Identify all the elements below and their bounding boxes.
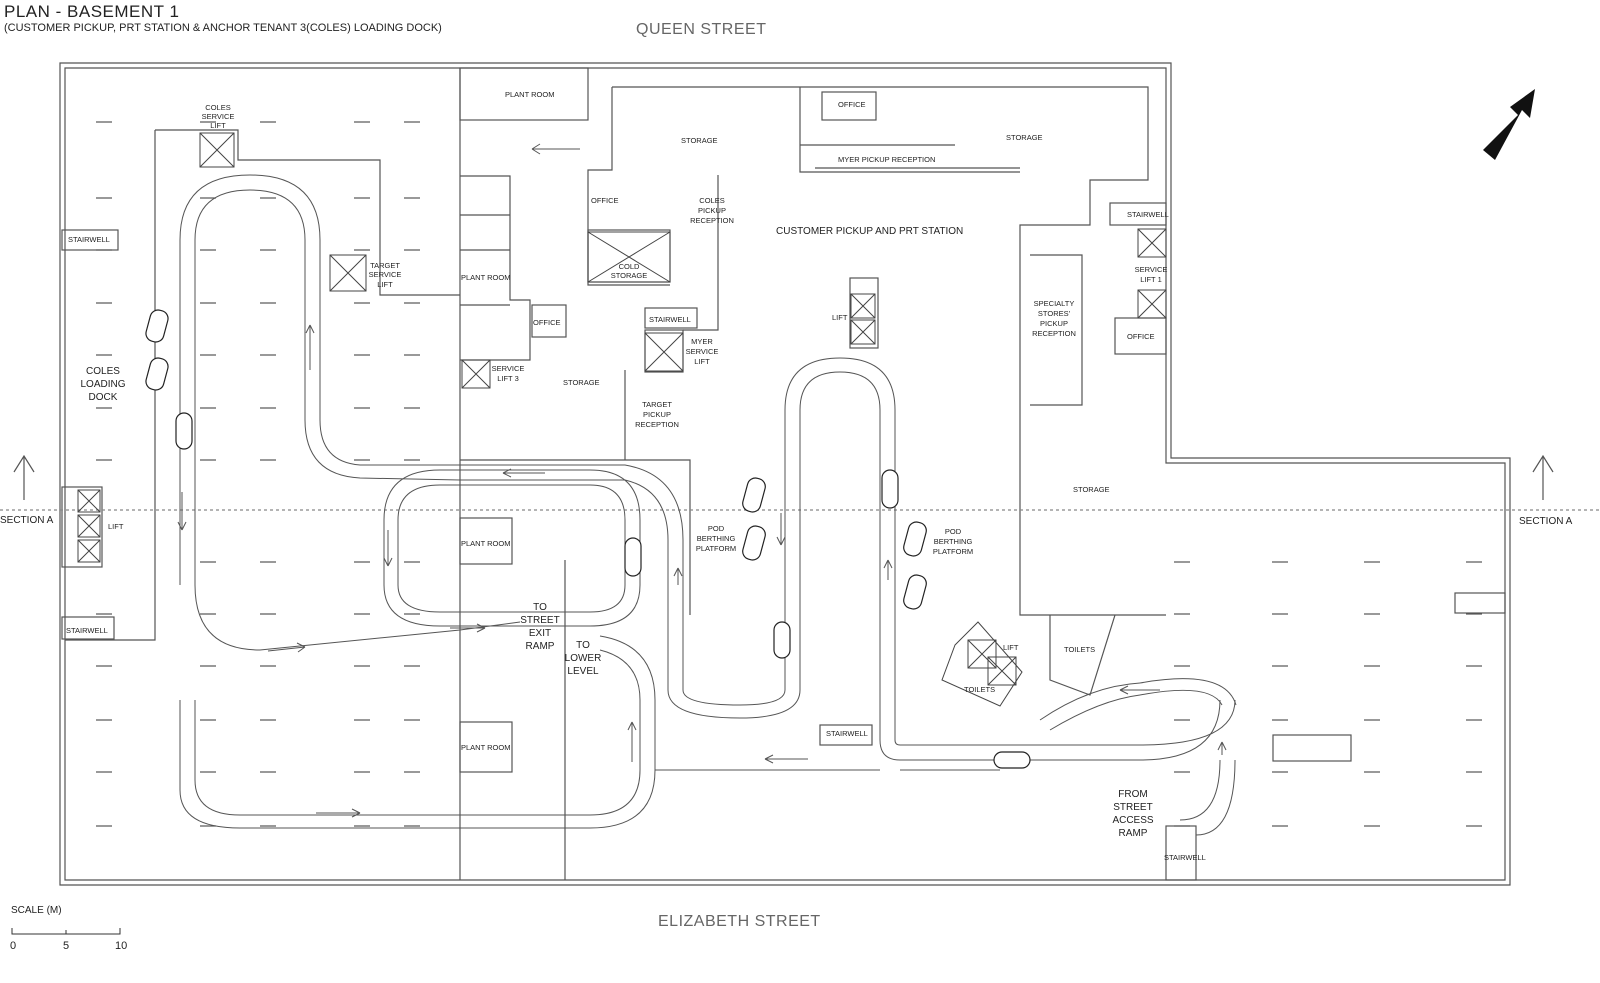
label-office-mid: OFFICE [591, 196, 619, 205]
label-storage-d: STORAGE [1073, 485, 1110, 494]
scale-label: SCALE (M) [11, 905, 62, 916]
label-lift-left: LIFT [108, 522, 124, 531]
label-lift-toilets: LIFT [1003, 643, 1019, 652]
prt-track [177, 143, 1237, 836]
label-myer-service-lift-2: SERVICE [686, 347, 719, 356]
label-coles-loading-dock-3: DOCK [89, 392, 118, 403]
label-target-service-lift-3: LIFT [377, 280, 393, 289]
label-to-lower-level-3: LEVEL [567, 666, 599, 677]
label-stairwell-left-bottom: STAIRWELL [66, 626, 108, 635]
label-from-street-2: STREET [1113, 802, 1152, 813]
label-coles-service-lift-1: COLES [205, 103, 230, 112]
label-to-street-exit-2: STREET [520, 615, 559, 626]
label-stairwell-left-top: STAIRWELL [68, 235, 110, 244]
north-arrow-icon [1483, 89, 1535, 160]
label-service-lift-3-b: LIFT 3 [497, 374, 519, 383]
label-to-street-exit-4: RAMP [526, 641, 555, 652]
label-pod-left-2: BERTHING [697, 534, 736, 543]
scale-tick-5: 5 [63, 940, 70, 952]
label-specialty-3: PICKUP [1040, 319, 1068, 328]
label-pod-right-2: BERTHING [934, 537, 973, 546]
label-target-service-lift-1: TARGET [370, 261, 400, 270]
plan-title: PLAN - BASEMENT 1 [4, 2, 180, 21]
street-label-queen: QUEEN STREET [636, 21, 767, 38]
label-coles-pickup-3: RECEPTION [690, 216, 734, 225]
label-lift-center: LIFT [832, 313, 848, 322]
label-stairwell-right-top: STAIRWELL [1127, 210, 1169, 219]
street-label-elizabeth: ELIZABETH STREET [658, 913, 821, 930]
label-storage-a: STORAGE [681, 136, 718, 145]
label-myer-service-lift-1: MYER [691, 337, 713, 346]
label-storage-c: STORAGE [563, 378, 600, 387]
label-service-lift-1-b: LIFT 1 [1140, 275, 1162, 284]
label-coles-pickup-2: PICKUP [698, 206, 726, 215]
label-toilets-a: TOILETS [1064, 645, 1095, 654]
label-target-pickup-1: TARGET [642, 400, 672, 409]
label-to-lower-level-1: TO [576, 640, 590, 651]
label-specialty-4: RECEPTION [1032, 329, 1076, 338]
lift-boxes [77, 132, 1167, 707]
label-customer-pickup: CUSTOMER PICKUP AND PRT STATION [776, 226, 963, 237]
label-coles-service-lift-3: LIFT [210, 121, 226, 130]
label-coles-loading-dock-2: LOADING [80, 379, 125, 390]
parking-markers [96, 121, 1482, 827]
label-specialty-2: STORES' [1038, 309, 1071, 318]
building-outline [0, 62, 1600, 886]
label-target-pickup-3: RECEPTION [635, 420, 679, 429]
label-to-street-exit-3: EXIT [529, 628, 551, 639]
label-myer-pickup: MYER PICKUP RECEPTION [838, 155, 935, 164]
label-from-street-3: ACCESS [1112, 815, 1153, 826]
label-plant-room-top: PLANT ROOM [505, 90, 554, 99]
label-pod-right-1: POD [945, 527, 962, 536]
scale-bar [11, 928, 121, 935]
label-office-top: OFFICE [838, 100, 866, 109]
label-storage-b: STORAGE [1006, 133, 1043, 142]
scale-tick-0: 0 [10, 940, 17, 952]
plan-subtitle: (CUSTOMER PICKUP, PRT STATION & ANCHOR T… [4, 22, 442, 34]
scale-tick-10: 10 [115, 940, 128, 952]
label-from-street-4: RAMP [1119, 828, 1148, 839]
label-plant-room-mid: PLANT ROOM [461, 273, 510, 282]
label-myer-service-lift-3: LIFT [694, 357, 710, 366]
prt-pods [145, 309, 1031, 769]
label-stairwell-mid: STAIRWELL [649, 315, 691, 324]
label-office-right: OFFICE [1127, 332, 1155, 341]
label-plant-room-bottom: PLANT ROOM [461, 743, 510, 752]
label-stairwell-bottom-center: STAIRWELL [826, 729, 868, 738]
label-coles-service-lift-2: SERVICE [202, 112, 235, 121]
label-to-street-exit-1: TO [533, 602, 547, 613]
label-target-pickup-2: PICKUP [643, 410, 671, 419]
label-target-service-lift-2: SERVICE [369, 270, 402, 279]
room-labels: PLANT ROOM OFFICE STORAGE STORAGE MYER P… [0, 90, 1573, 862]
section-label-right: SECTION A [1519, 516, 1573, 527]
label-cold-storage-1: COLD [619, 262, 640, 271]
label-service-lift-3-a: SERVICE [492, 364, 525, 373]
label-specialty-1: SPECIALTY [1034, 299, 1075, 308]
label-pod-left-1: POD [708, 524, 725, 533]
label-coles-loading-dock-1: COLES [86, 366, 120, 377]
label-to-lower-level-2: LOWER [565, 653, 602, 664]
label-pod-right-3: PLATFORM [933, 547, 973, 556]
label-from-street-1: FROM [1118, 789, 1147, 800]
label-service-lift-1-a: SERVICE [1135, 265, 1168, 274]
label-cold-storage-2: STORAGE [611, 271, 648, 280]
section-label-left: SECTION A [0, 515, 54, 526]
label-pod-left-3: PLATFORM [696, 544, 736, 553]
label-coles-pickup-1: COLES [699, 196, 724, 205]
label-plant-room-center: PLANT ROOM [461, 539, 510, 548]
label-office-small: OFFICE [533, 318, 561, 327]
label-toilets-b: TOILETS [964, 685, 995, 694]
label-stairwell-bottom-right: STAIRWELL [1164, 853, 1206, 862]
